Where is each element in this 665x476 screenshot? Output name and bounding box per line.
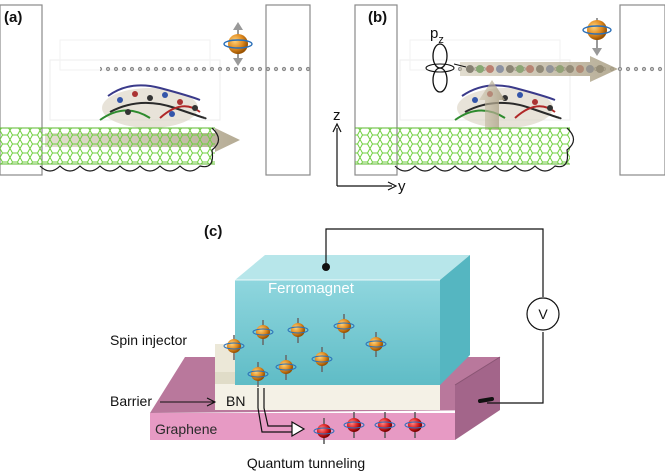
spin-electron-icon: [365, 332, 387, 357]
substrate-outline-b: [394, 127, 575, 172]
graphene-ribbon-b: [355, 127, 570, 165]
spin-electron-icon: [343, 412, 365, 438]
circuit-wire: [322, 228, 560, 404]
panel-a-label: (a): [4, 9, 22, 26]
panel-a: (a): [0, 4, 311, 176]
y-axis-label: y: [398, 178, 406, 195]
spin-injector-label: Spin injector: [110, 332, 187, 348]
spin-electron-icon: [404, 412, 426, 438]
spin-electron-icon: [333, 314, 355, 339]
ferromagnet-label: Ferromagnet: [268, 280, 355, 297]
pz-label: pz: [430, 25, 444, 46]
right-electrode: [265, 4, 311, 176]
graphene-label: Graphene: [155, 421, 217, 437]
spin-electron-icon: [247, 362, 269, 387]
injector-spins: [223, 314, 387, 387]
panel-c-label: (c): [204, 223, 222, 240]
left-electrode-b: [354, 4, 398, 176]
panel-b-label: (b): [368, 9, 387, 26]
panel-c: (c) Ferromagnet: [110, 223, 560, 471]
quantum-tunneling-caption: Quantum tunneling: [247, 455, 365, 471]
spin-electron-icon: [252, 320, 274, 345]
left-electrode: [0, 4, 43, 176]
ferromagnet-block: [235, 255, 470, 385]
bn-label: BN: [226, 393, 245, 409]
top-atom-chain: [100, 66, 310, 72]
axes: z y: [332, 107, 406, 195]
tunneling-arrow-head: [291, 420, 306, 438]
voltmeter-label: V: [538, 306, 548, 322]
voltmeter: [526, 297, 560, 331]
spin-electron-icon-b: [582, 18, 612, 56]
molecule-cluster-b: [454, 84, 562, 128]
upper-tunneling-arrow: [460, 56, 618, 82]
bottom-contact: [478, 397, 494, 403]
vertical-tunneling-arrow: [479, 80, 505, 130]
pz-orbital-icon: [425, 43, 467, 93]
spin-electron-icon: [311, 347, 333, 372]
graphene-spins: [313, 412, 426, 444]
spin-electron-icon: [374, 412, 396, 438]
panel-b: (b): [332, 4, 665, 195]
barrier-label: Barrier: [110, 393, 152, 409]
substrate-outline: [39, 127, 220, 172]
spin-electron-icon: [313, 418, 335, 444]
spin-electron-icon: [223, 22, 253, 66]
spin-electron-icon: [223, 335, 245, 360]
molecule-cluster: [99, 84, 207, 128]
z-axis-label: z: [333, 107, 341, 124]
graphene-ribbon: [0, 127, 215, 165]
tunneling-path: [257, 388, 295, 433]
spin-electron-icon: [287, 318, 309, 343]
spin-electron-icon: [275, 355, 297, 380]
right-electrode-b: [619, 4, 665, 176]
